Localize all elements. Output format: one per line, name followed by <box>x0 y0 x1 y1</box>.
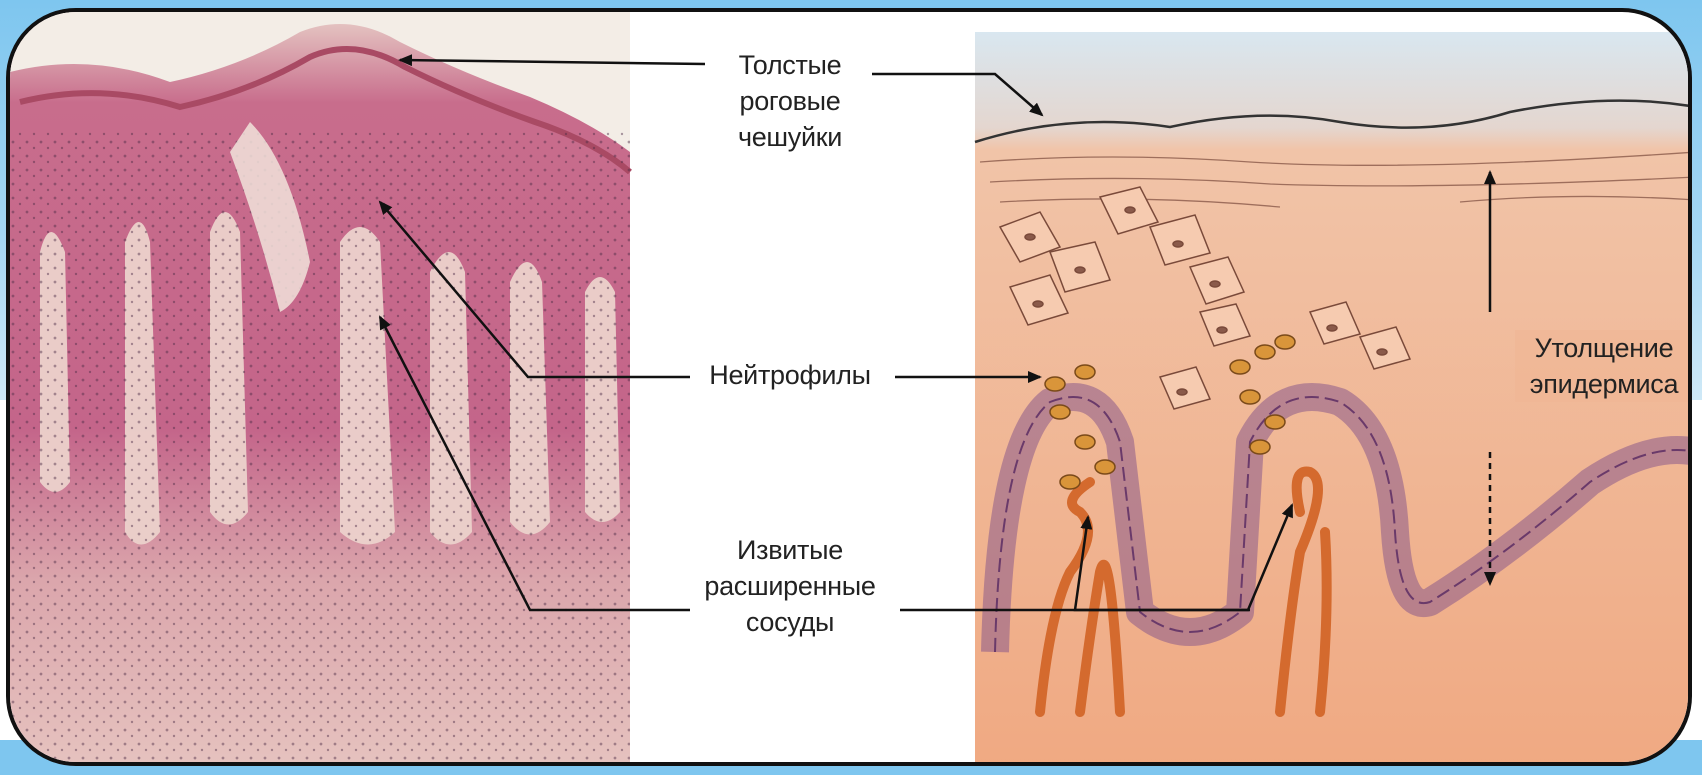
label-epidermis-thickening: Утолщение эпидермиса <box>1515 330 1692 402</box>
label-vessels: Извитые расширенные сосуды <box>675 532 905 640</box>
slide-frame: Толстые роговые чешуйки Нейтрофилы Извит… <box>6 8 1692 766</box>
histology-photo <box>10 12 630 766</box>
label-neutrophils: Нейтрофилы <box>680 357 900 393</box>
label-thick-scales: Толстые роговые чешуйки <box>710 47 870 155</box>
